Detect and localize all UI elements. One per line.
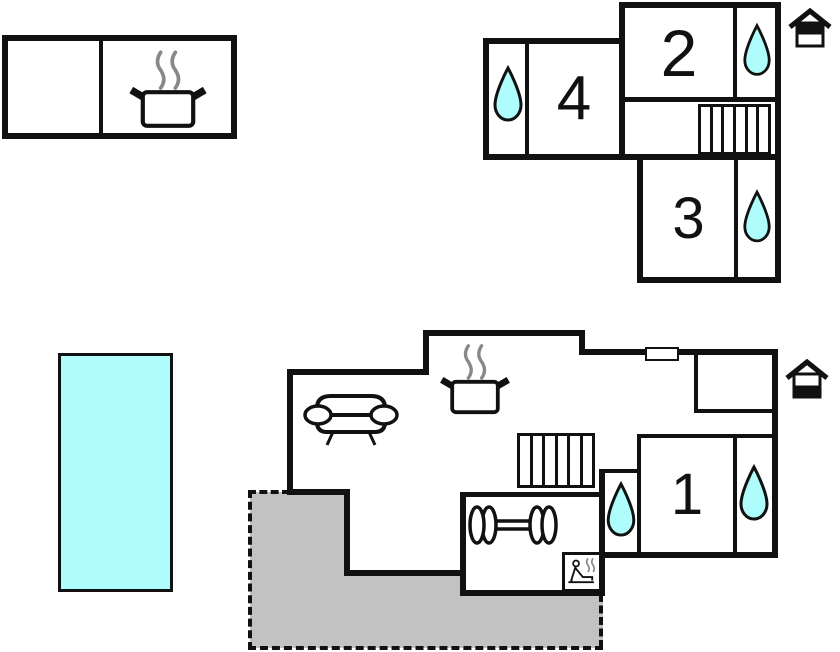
house-ground-floor-icon: [785, 358, 829, 402]
swimming-pool: [58, 353, 173, 592]
wall-segment: [734, 160, 738, 277]
terrace-border: [599, 594, 603, 648]
wall-segment: [344, 570, 466, 576]
wall-segment: [775, 2, 781, 283]
wall-segment: [579, 330, 585, 355]
sauna-room: [562, 552, 602, 592]
wall-segment: [637, 277, 781, 283]
wall-segment: [694, 409, 776, 413]
annex-building-outline: [2, 35, 237, 139]
wall-segment: [525, 44, 529, 154]
wall-segment: [637, 154, 643, 283]
room-1-label: 1: [670, 462, 704, 527]
wall-segment: [619, 2, 625, 160]
wall-segment: [460, 590, 605, 596]
room-3-label: 3: [672, 185, 705, 251]
terrace-border: [248, 490, 290, 494]
terrace-border: [248, 490, 252, 650]
wall-segment: [622, 97, 777, 102]
wall-segment: [423, 330, 585, 336]
room-2-label: 2: [660, 15, 698, 90]
sauna-person-icon: [568, 557, 596, 584]
terrace-border: [248, 646, 603, 650]
wall-segment: [599, 552, 778, 558]
water-drop-icon: [605, 481, 637, 538]
water-drop-icon: [742, 22, 772, 78]
wall-segment: [637, 434, 641, 558]
wall-segment: [483, 38, 625, 44]
wall-segment: [772, 349, 778, 558]
wall-segment: [287, 489, 350, 495]
wall-segment: [733, 8, 737, 97]
wall-segment: [694, 355, 698, 413]
wall-segment: [483, 38, 489, 160]
wall-segment: [99, 41, 103, 133]
wall-segment: [599, 469, 605, 596]
cooking-pot-icon: [126, 46, 210, 130]
wall-segment: [460, 492, 602, 497]
wall-segment: [287, 369, 428, 375]
wall-segment: [287, 369, 293, 495]
wall-segment: [637, 434, 775, 438]
cooking-pot-icon: [437, 340, 513, 416]
wall-segment: [460, 492, 466, 596]
water-drop-icon: [738, 464, 770, 522]
terrace-area: [250, 492, 347, 648]
wall-segment: [733, 438, 737, 552]
water-drop-icon: [742, 188, 772, 245]
wall-segment: [619, 2, 781, 8]
wall-segment: [344, 489, 350, 576]
room-4-label: 4: [556, 64, 592, 133]
wall-segment: [599, 469, 641, 473]
stairs-icon: [517, 433, 595, 488]
sofa-icon: [303, 384, 399, 448]
house-upper-floor-icon: [788, 8, 832, 50]
wall-segment: [423, 330, 429, 375]
water-drop-icon: [492, 64, 524, 124]
dumbbell-icon: [465, 500, 561, 550]
wall-segment: [483, 154, 781, 160]
stairs-icon: [698, 104, 771, 155]
window-marker: [645, 347, 679, 361]
